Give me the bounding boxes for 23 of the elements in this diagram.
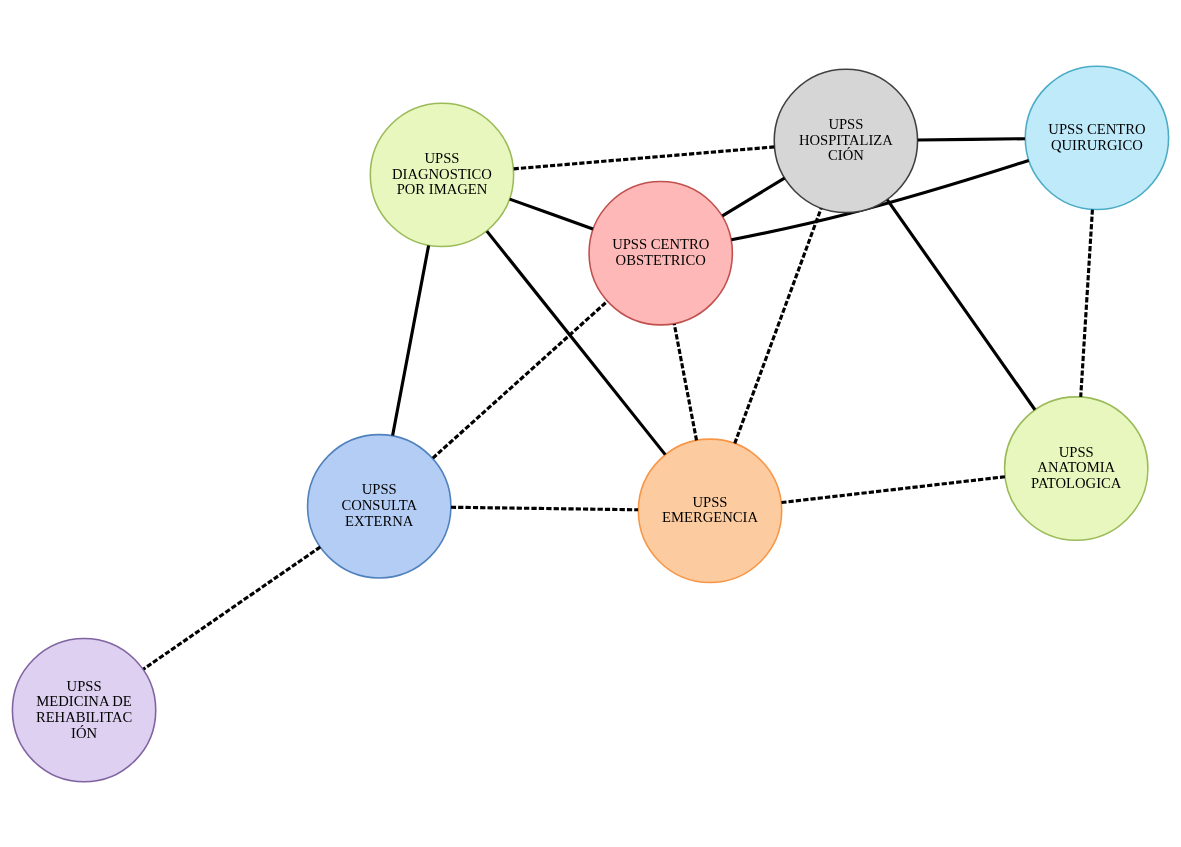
connector [485, 229, 667, 456]
connector [733, 207, 823, 444]
connector [431, 299, 609, 459]
connector [1079, 209, 1094, 397]
node-circle: UPSS MEDICINA DE REHABILITAC IÓN [11, 637, 157, 783]
connector [391, 244, 431, 436]
connector [509, 197, 594, 230]
connector [513, 144, 775, 170]
node-circle: UPSS EMERGENCIA [637, 437, 783, 583]
node-circle: UPSS ANATOMIA PATOLOGICA [1003, 395, 1149, 541]
connector [886, 198, 1037, 411]
node-circle: UPSS CENTRO QUIRURGICO [1024, 64, 1170, 210]
node-circle: UPSS CENTRO OBSTETRICO [588, 180, 734, 326]
connector [721, 176, 786, 217]
connector [450, 505, 639, 511]
connector [731, 158, 1030, 241]
node-circle: UPSS HOSPITALIZA CIÓN [773, 67, 919, 213]
node-circle: UPSS DIAGNOSTICO POR IMAGEN [369, 101, 515, 247]
node-circle: UPSS CONSULTA EXTERNA [306, 433, 452, 579]
connector [781, 474, 1006, 504]
connector [917, 136, 1025, 142]
connector [142, 545, 322, 670]
connector [672, 323, 699, 441]
